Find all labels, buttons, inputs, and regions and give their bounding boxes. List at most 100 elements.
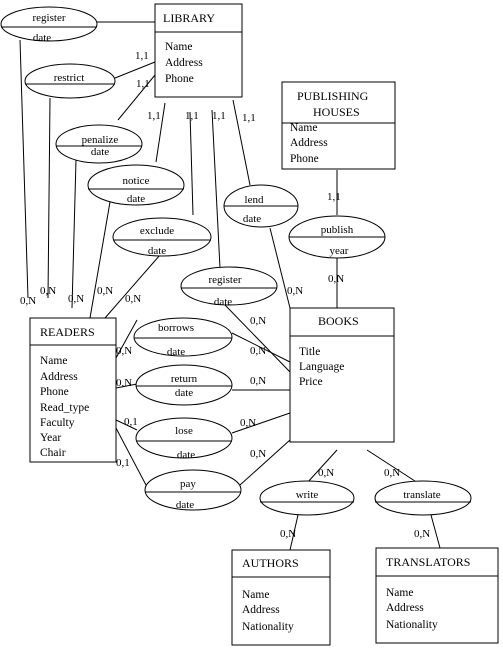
relationship-notice[interactable]: notice date bbox=[87, 164, 185, 206]
relationship-attribute: date bbox=[175, 387, 193, 399]
cardinality-label: 0,N bbox=[328, 273, 344, 285]
relationship-restrict[interactable]: restrict bbox=[24, 63, 116, 99]
entity-publishing-houses[interactable]: PUBLISHING HOUSES Name Address Phone bbox=[281, 81, 396, 170]
cardinality-label: 0,N bbox=[20, 295, 36, 307]
entity-attribute: Name bbox=[40, 355, 67, 367]
cardinality-label: 0,N bbox=[287, 285, 303, 297]
relationship-attribute: date bbox=[177, 449, 195, 461]
entity-attribute: Read_type bbox=[40, 402, 89, 414]
relationship-lose[interactable]: lose date bbox=[135, 417, 233, 461]
cardinality-label: 0,N bbox=[68, 293, 84, 305]
relationship-name: register bbox=[33, 12, 66, 24]
cardinality-label: 1,1 bbox=[136, 78, 150, 90]
relationship-attribute: date bbox=[91, 146, 109, 158]
entity-attribute: Chair bbox=[40, 447, 66, 459]
relationship-attribute: date bbox=[148, 245, 166, 257]
relationship-register-top[interactable]: register date bbox=[0, 6, 98, 44]
connections bbox=[19, 21, 441, 551]
cardinality-label: 0,N bbox=[116, 345, 132, 357]
cardinality-label: 0,N bbox=[40, 285, 56, 297]
entity-attribute: Address bbox=[386, 602, 424, 614]
cardinality-label: 0,1 bbox=[124, 416, 138, 428]
entity-books[interactable]: BOOKS Title Language Price bbox=[289, 307, 395, 443]
relationship-attribute: year bbox=[330, 245, 349, 257]
entity-title: TRANSLATORS bbox=[386, 555, 470, 569]
entity-readers[interactable]: READERS Name Address Phone Read_type Fac… bbox=[29, 317, 117, 463]
cardinality-label: 1,1 bbox=[242, 112, 256, 124]
entity-title: HOUSES bbox=[313, 105, 360, 119]
relationship-lend[interactable]: lend date bbox=[223, 184, 299, 228]
relationship-name: return bbox=[171, 373, 198, 385]
entity-attribute: Language bbox=[299, 361, 344, 373]
relationship-register-mid[interactable]: register date bbox=[180, 266, 278, 308]
relationship-exclude[interactable]: exclude date bbox=[112, 217, 212, 257]
entity-attribute: Year bbox=[40, 432, 61, 444]
entity-authors[interactable]: AUTHORS Name Address Nationality bbox=[231, 549, 331, 646]
relationship-publish[interactable]: publish year bbox=[288, 215, 386, 259]
cardinality-label: 0,N bbox=[384, 467, 400, 479]
relationship-attribute: date bbox=[176, 499, 194, 511]
entity-attribute: Nationality bbox=[242, 621, 294, 633]
cardinality-label: 0,1 bbox=[116, 457, 130, 469]
entity-attribute: Title bbox=[299, 346, 320, 358]
entity-attribute: Address bbox=[165, 57, 203, 69]
relationship-borrows[interactable]: borrows date bbox=[133, 317, 233, 358]
relationship-name: pay bbox=[180, 478, 196, 490]
entity-attribute: Faculty bbox=[40, 417, 75, 429]
relationship-name: publish bbox=[321, 224, 354, 236]
cardinality-label: 0,N bbox=[97, 285, 113, 297]
entity-attribute: Name bbox=[386, 587, 413, 599]
entity-title: LIBRARY bbox=[163, 11, 215, 25]
entity-title: AUTHORS bbox=[242, 556, 299, 570]
relationship-name: register bbox=[209, 274, 242, 286]
entity-attribute: Nationality bbox=[386, 619, 438, 631]
cardinality-label: 0,N bbox=[414, 528, 430, 540]
cardinality-label: 1,1 bbox=[135, 50, 149, 62]
cardinality-label: 0,N bbox=[125, 293, 141, 305]
entity-title: READERS bbox=[40, 325, 95, 339]
entity-attribute: Phone bbox=[165, 73, 194, 85]
entity-attribute: Address bbox=[290, 137, 328, 149]
relationship-attribute: date bbox=[167, 346, 185, 358]
relationship-name: exclude bbox=[140, 225, 174, 237]
cardinality-label: 0,N bbox=[280, 528, 296, 540]
relationship-attribute: date bbox=[33, 32, 51, 44]
entity-title: BOOKS bbox=[318, 314, 359, 328]
cardinality-label: 0,N bbox=[116, 377, 132, 389]
relationship-translate[interactable]: translate bbox=[374, 480, 472, 516]
cardinality-label: 0,N bbox=[318, 467, 334, 479]
cardinality-label: 1,1 bbox=[327, 191, 341, 203]
cardinality-label: 0,N bbox=[250, 375, 266, 387]
entity-attribute: Phone bbox=[290, 153, 319, 165]
entity-attribute: Price bbox=[299, 376, 323, 388]
relationship-return[interactable]: return date bbox=[135, 364, 233, 406]
relationship-pay[interactable]: pay date bbox=[144, 469, 242, 511]
relationship-attribute: date bbox=[214, 296, 232, 308]
relationship-name: lose bbox=[175, 425, 193, 437]
cardinality-label: 1,1 bbox=[185, 110, 199, 122]
cardinality-label: 0,N bbox=[250, 345, 266, 357]
entity-translators[interactable]: TRANSLATORS Name Address Nationality bbox=[375, 547, 499, 644]
entity-attribute: Name bbox=[165, 41, 192, 53]
relationship-penalize[interactable]: penalize date bbox=[55, 124, 143, 164]
cardinality-label: 0,N bbox=[240, 417, 256, 429]
relationship-name: restrict bbox=[54, 72, 85, 84]
relationship-name: write bbox=[296, 489, 319, 501]
relationship-name: translate bbox=[403, 489, 440, 501]
entity-attribute: Address bbox=[40, 371, 78, 383]
cardinality-label: 0,N bbox=[250, 315, 266, 327]
relationship-attribute: date bbox=[127, 193, 145, 205]
relationship-name: notice bbox=[123, 175, 150, 187]
cardinality-label: 1,1 bbox=[212, 110, 226, 122]
entity-title: PUBLISHING bbox=[297, 89, 369, 103]
relationship-write[interactable]: write bbox=[259, 480, 355, 516]
entity-attribute: Phone bbox=[40, 386, 69, 398]
cardinality-label: 1,1 bbox=[147, 110, 161, 122]
entity-library[interactable]: LIBRARY Name Address Phone bbox=[154, 3, 243, 98]
cardinality-label: 0,N bbox=[250, 448, 266, 460]
entity-attribute: Name bbox=[242, 589, 269, 601]
entity-attribute: Name bbox=[290, 122, 317, 134]
entity-attribute: Address bbox=[242, 604, 280, 616]
relationship-name: borrows bbox=[158, 322, 194, 334]
